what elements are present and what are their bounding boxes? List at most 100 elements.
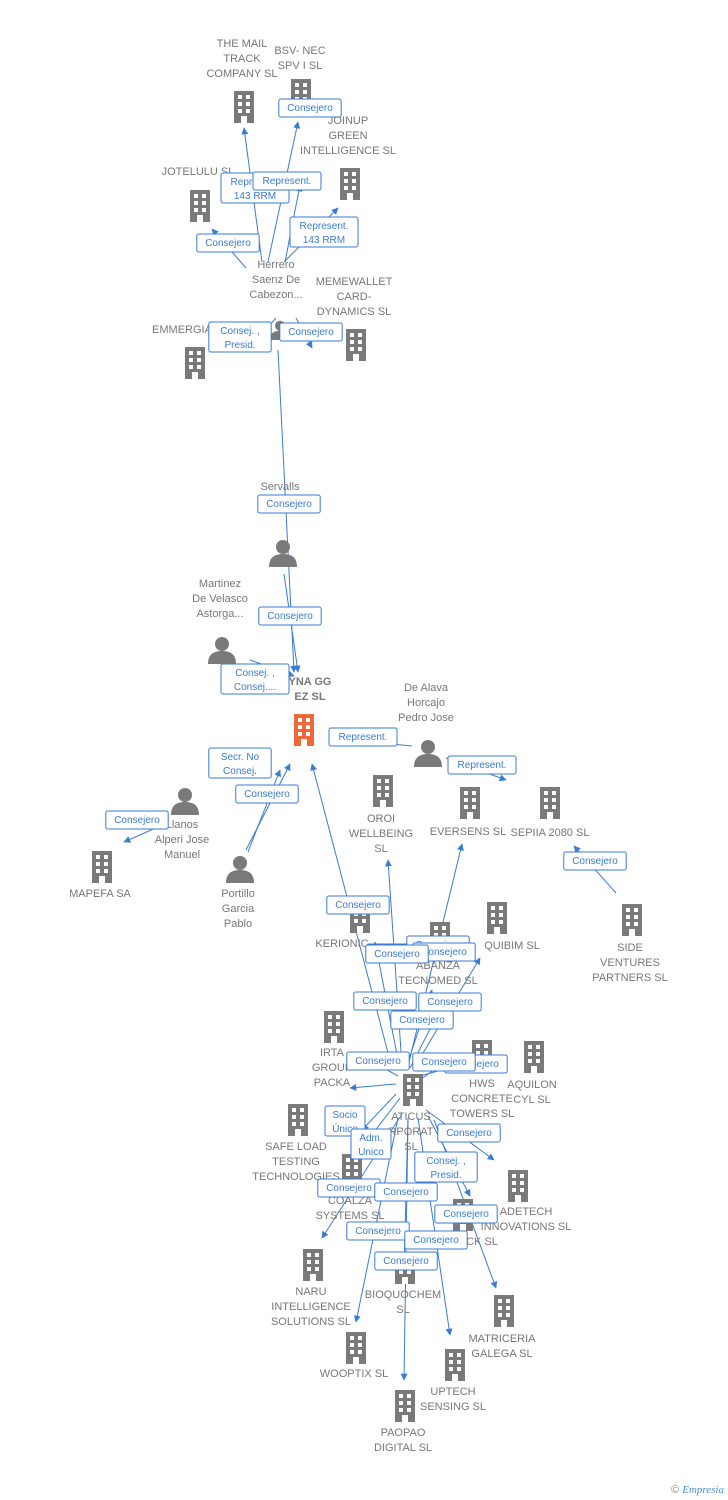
- edge-label[interactable]: Consejero: [418, 992, 482, 1012]
- edge-label[interactable]: Consej. ,Presid.: [208, 321, 272, 353]
- node-label: PARTNERS SL: [592, 972, 667, 984]
- edge-label[interactable]: Consejero: [105, 810, 169, 830]
- edge-label[interactable]: Consejero: [404, 1230, 468, 1250]
- edge-label-text: Consejero: [244, 789, 290, 800]
- edge-label[interactable]: Represent.: [252, 171, 322, 191]
- edge-label[interactable]: Consejero: [374, 1182, 438, 1202]
- edge-label[interactable]: Consejero: [235, 784, 299, 804]
- node-label: Portillo: [221, 888, 255, 900]
- edge-label[interactable]: Consejero: [353, 991, 417, 1011]
- edge-label[interactable]: Consej. ,Presid.: [414, 1151, 478, 1183]
- edge-label[interactable]: Consejero: [258, 606, 322, 626]
- edge-label[interactable]: Consejero: [326, 895, 390, 915]
- edge-label[interactable]: Represent.143 RRM: [289, 216, 359, 248]
- node-wooptix[interactable]: WOOPTIX SL: [320, 1332, 388, 1380]
- edge-portillo-center: [247, 769, 281, 853]
- node-label: Herrero: [257, 259, 294, 271]
- node-label: TOWERS SL: [450, 1108, 515, 1120]
- edge-label[interactable]: Consejero: [374, 1251, 438, 1271]
- edge-label[interactable]: Consejero: [437, 1123, 501, 1143]
- node-label: TECNOMED SL: [398, 975, 477, 987]
- edge-label[interactable]: Consejero: [434, 1204, 498, 1224]
- edge-label-box: [346, 1051, 410, 1071]
- edge-label-text: Presid.: [224, 340, 255, 351]
- node-emmergia[interactable]: EMMERGIA: [152, 324, 213, 379]
- edge-label[interactable]: Represent.: [328, 727, 398, 747]
- node-label: COMPANY SL: [206, 68, 277, 80]
- edge-label-box: [374, 1182, 438, 1202]
- node-label: INNOVATIONS SL: [481, 1221, 572, 1233]
- edge-label[interactable]: Consejero: [196, 233, 260, 253]
- edge-label[interactable]: Consejero: [257, 494, 321, 514]
- node-label: JOINUP: [328, 115, 368, 127]
- edge-label[interactable]: Consejero: [365, 944, 429, 964]
- node-label: Garcia: [222, 903, 255, 915]
- edge-label[interactable]: Consejero: [563, 851, 627, 871]
- edge-label-box: [326, 895, 390, 915]
- node-sepiia[interactable]: SEPIIA 2080 SL: [511, 787, 590, 839]
- edge-label-text: Consej. ,: [235, 668, 274, 679]
- edge-label[interactable]: Consejero: [279, 322, 343, 342]
- edge-label[interactable]: Consejero: [390, 1010, 454, 1030]
- node-quibim[interactable]: QUIBIM SL: [484, 902, 540, 952]
- edge-label-box: [412, 1052, 476, 1072]
- node-label: IRTA: [320, 1047, 345, 1059]
- node-label: MATRICERIA: [468, 1333, 536, 1345]
- building-icon: [185, 347, 205, 379]
- node-label: Cabezon...: [249, 289, 302, 301]
- node-kerionics[interactable]: KERIONIC: [315, 901, 370, 950]
- edge-label-text: Socio: [332, 1110, 357, 1121]
- node-label: SEPIIA 2080 SL: [511, 827, 590, 839]
- edge-label-text: Consejero: [114, 815, 160, 826]
- edge-label-text: Consejero: [362, 996, 408, 1007]
- node-label: Servalls: [260, 481, 300, 493]
- edge-label[interactable]: Consejero: [317, 1178, 381, 1198]
- node-eversens[interactable]: EVERSENS SL: [430, 787, 506, 838]
- node-jotelulu[interactable]: JOTELULU SL: [162, 166, 235, 222]
- edge-label[interactable]: Consejero: [412, 1052, 476, 1072]
- node-label: SIDE: [617, 942, 643, 954]
- edge-label[interactable]: Represent.: [447, 755, 517, 775]
- edge-label[interactable]: Consejero: [346, 1051, 410, 1071]
- edge-label[interactable]: Consejero: [278, 98, 342, 118]
- node-label: RPORAT: [388, 1126, 433, 1138]
- node-servalls[interactable]: ServallsRamon...: [258, 481, 303, 567]
- node-mapefa[interactable]: MAPEFA SA: [69, 851, 132, 900]
- edge-label-text: Represent.: [263, 176, 312, 187]
- node-label: PACKA: [314, 1077, 351, 1089]
- node-ck[interactable]: CK SL: [453, 1199, 498, 1248]
- edge-label[interactable]: Consejero: [346, 1221, 410, 1241]
- empresia-logo[interactable]: Empresia: [682, 1484, 724, 1496]
- building-icon: [92, 851, 112, 883]
- edge-label[interactable]: Consej. ,Consej....: [220, 663, 290, 695]
- node-label: QUIBIM SL: [484, 940, 540, 952]
- edge-label[interactable]: Adm.Unico: [350, 1128, 392, 1160]
- node-label: EVERSENS SL: [430, 826, 506, 838]
